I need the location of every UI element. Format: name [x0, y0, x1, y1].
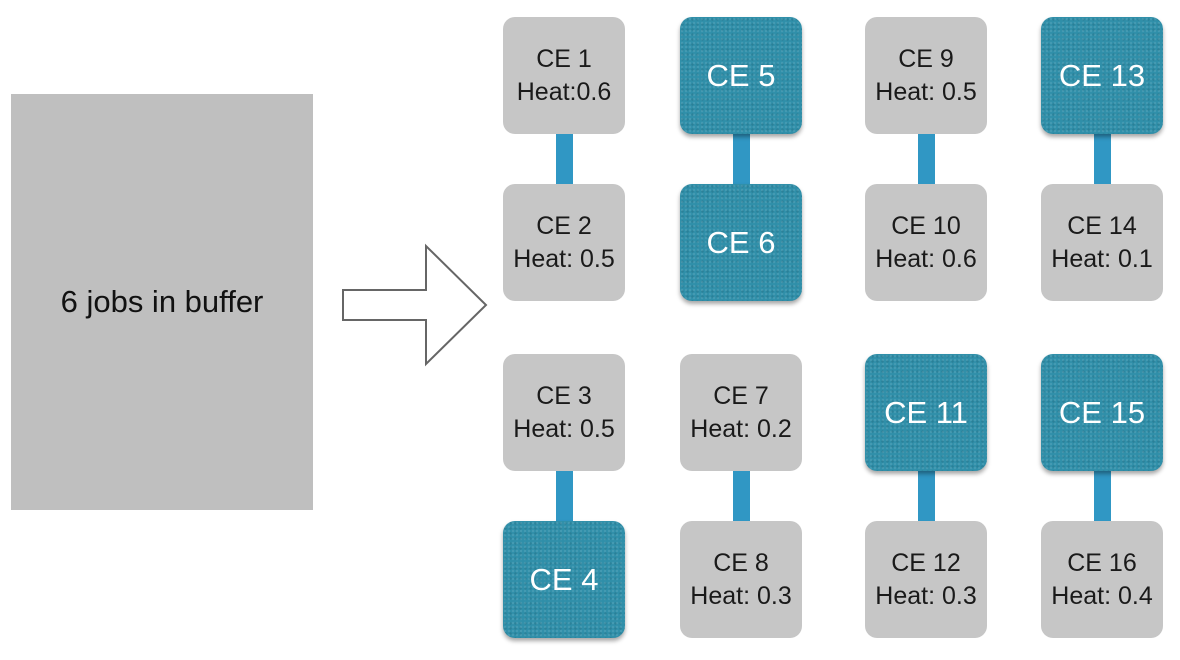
ce-8: CE 8 Heat: 0.3	[680, 521, 802, 638]
ce-14: CE 14 Heat: 0.1	[1041, 184, 1163, 301]
link-ce3-ce4	[556, 468, 573, 528]
job-buffer: 6 jobs in buffer	[11, 94, 313, 510]
link-ce9-ce10	[918, 130, 935, 190]
link-ce5-ce6	[733, 130, 750, 190]
ce-name: CE 16	[1067, 548, 1137, 577]
link-ce7-ce8	[733, 468, 750, 528]
ce-5: CE 5	[680, 17, 802, 134]
ce-name: CE 9	[898, 44, 954, 73]
ce-heat: Heat: 0.3	[690, 581, 792, 610]
ce-name: CE 13	[1058, 57, 1146, 93]
ce-name: CE 3	[536, 381, 592, 410]
ce-13: CE 13	[1041, 17, 1163, 134]
ce-heat: Heat: 0.3	[875, 581, 977, 610]
ce-name: CE 11	[884, 394, 968, 430]
ce-2: CE 2 Heat: 0.5	[503, 184, 625, 301]
ce-name: CE 2	[536, 211, 592, 240]
ce-name: CE 6	[706, 224, 776, 260]
link-ce15-ce16	[1094, 468, 1111, 528]
ce-4: CE 4	[503, 521, 625, 638]
ce-heat: Heat: 0.4	[1051, 581, 1153, 610]
ce-heat: Heat: 0.2	[690, 414, 792, 443]
ce-name: CE 1	[536, 44, 592, 73]
ce-15: CE 15	[1041, 354, 1163, 471]
dispatch-arrow-icon	[342, 243, 488, 367]
buffer-label: 6 jobs in buffer	[60, 284, 264, 319]
ce-name: CE 7	[713, 381, 769, 410]
link-ce11-ce12	[918, 468, 935, 528]
ce-6: CE 6	[680, 184, 802, 301]
ce-heat: Heat:0.6	[516, 77, 612, 106]
ce-10: CE 10 Heat: 0.6	[865, 184, 987, 301]
ce-9: CE 9 Heat: 0.5	[865, 17, 987, 134]
ce-1: CE 1 Heat:0.6	[503, 17, 625, 134]
ce-heat: Heat: 0.5	[513, 414, 615, 443]
ce-heat: Heat: 0.6	[875, 244, 977, 273]
ce-heat: Heat: 0.5	[513, 244, 615, 273]
ce-16: CE 16 Heat: 0.4	[1041, 521, 1163, 638]
ce-name: CE 14	[1067, 211, 1137, 240]
ce-heat: Heat: 0.1	[1051, 244, 1153, 273]
ce-11: CE 11	[865, 354, 987, 471]
link-ce13-ce14	[1094, 130, 1111, 190]
ce-name: CE 10	[891, 211, 961, 240]
ce-12: CE 12 Heat: 0.3	[865, 521, 987, 638]
ce-name: CE 5	[706, 57, 776, 93]
ce-name: CE 8	[713, 548, 769, 577]
ce-3: CE 3 Heat: 0.5	[503, 354, 625, 471]
ce-7: CE 7 Heat: 0.2	[680, 354, 802, 471]
ce-name: CE 4	[529, 561, 599, 597]
ce-name: CE 15	[1058, 394, 1146, 430]
ce-name: CE 12	[891, 548, 961, 577]
link-ce1-ce2	[556, 130, 573, 190]
ce-heat: Heat: 0.5	[875, 77, 977, 106]
